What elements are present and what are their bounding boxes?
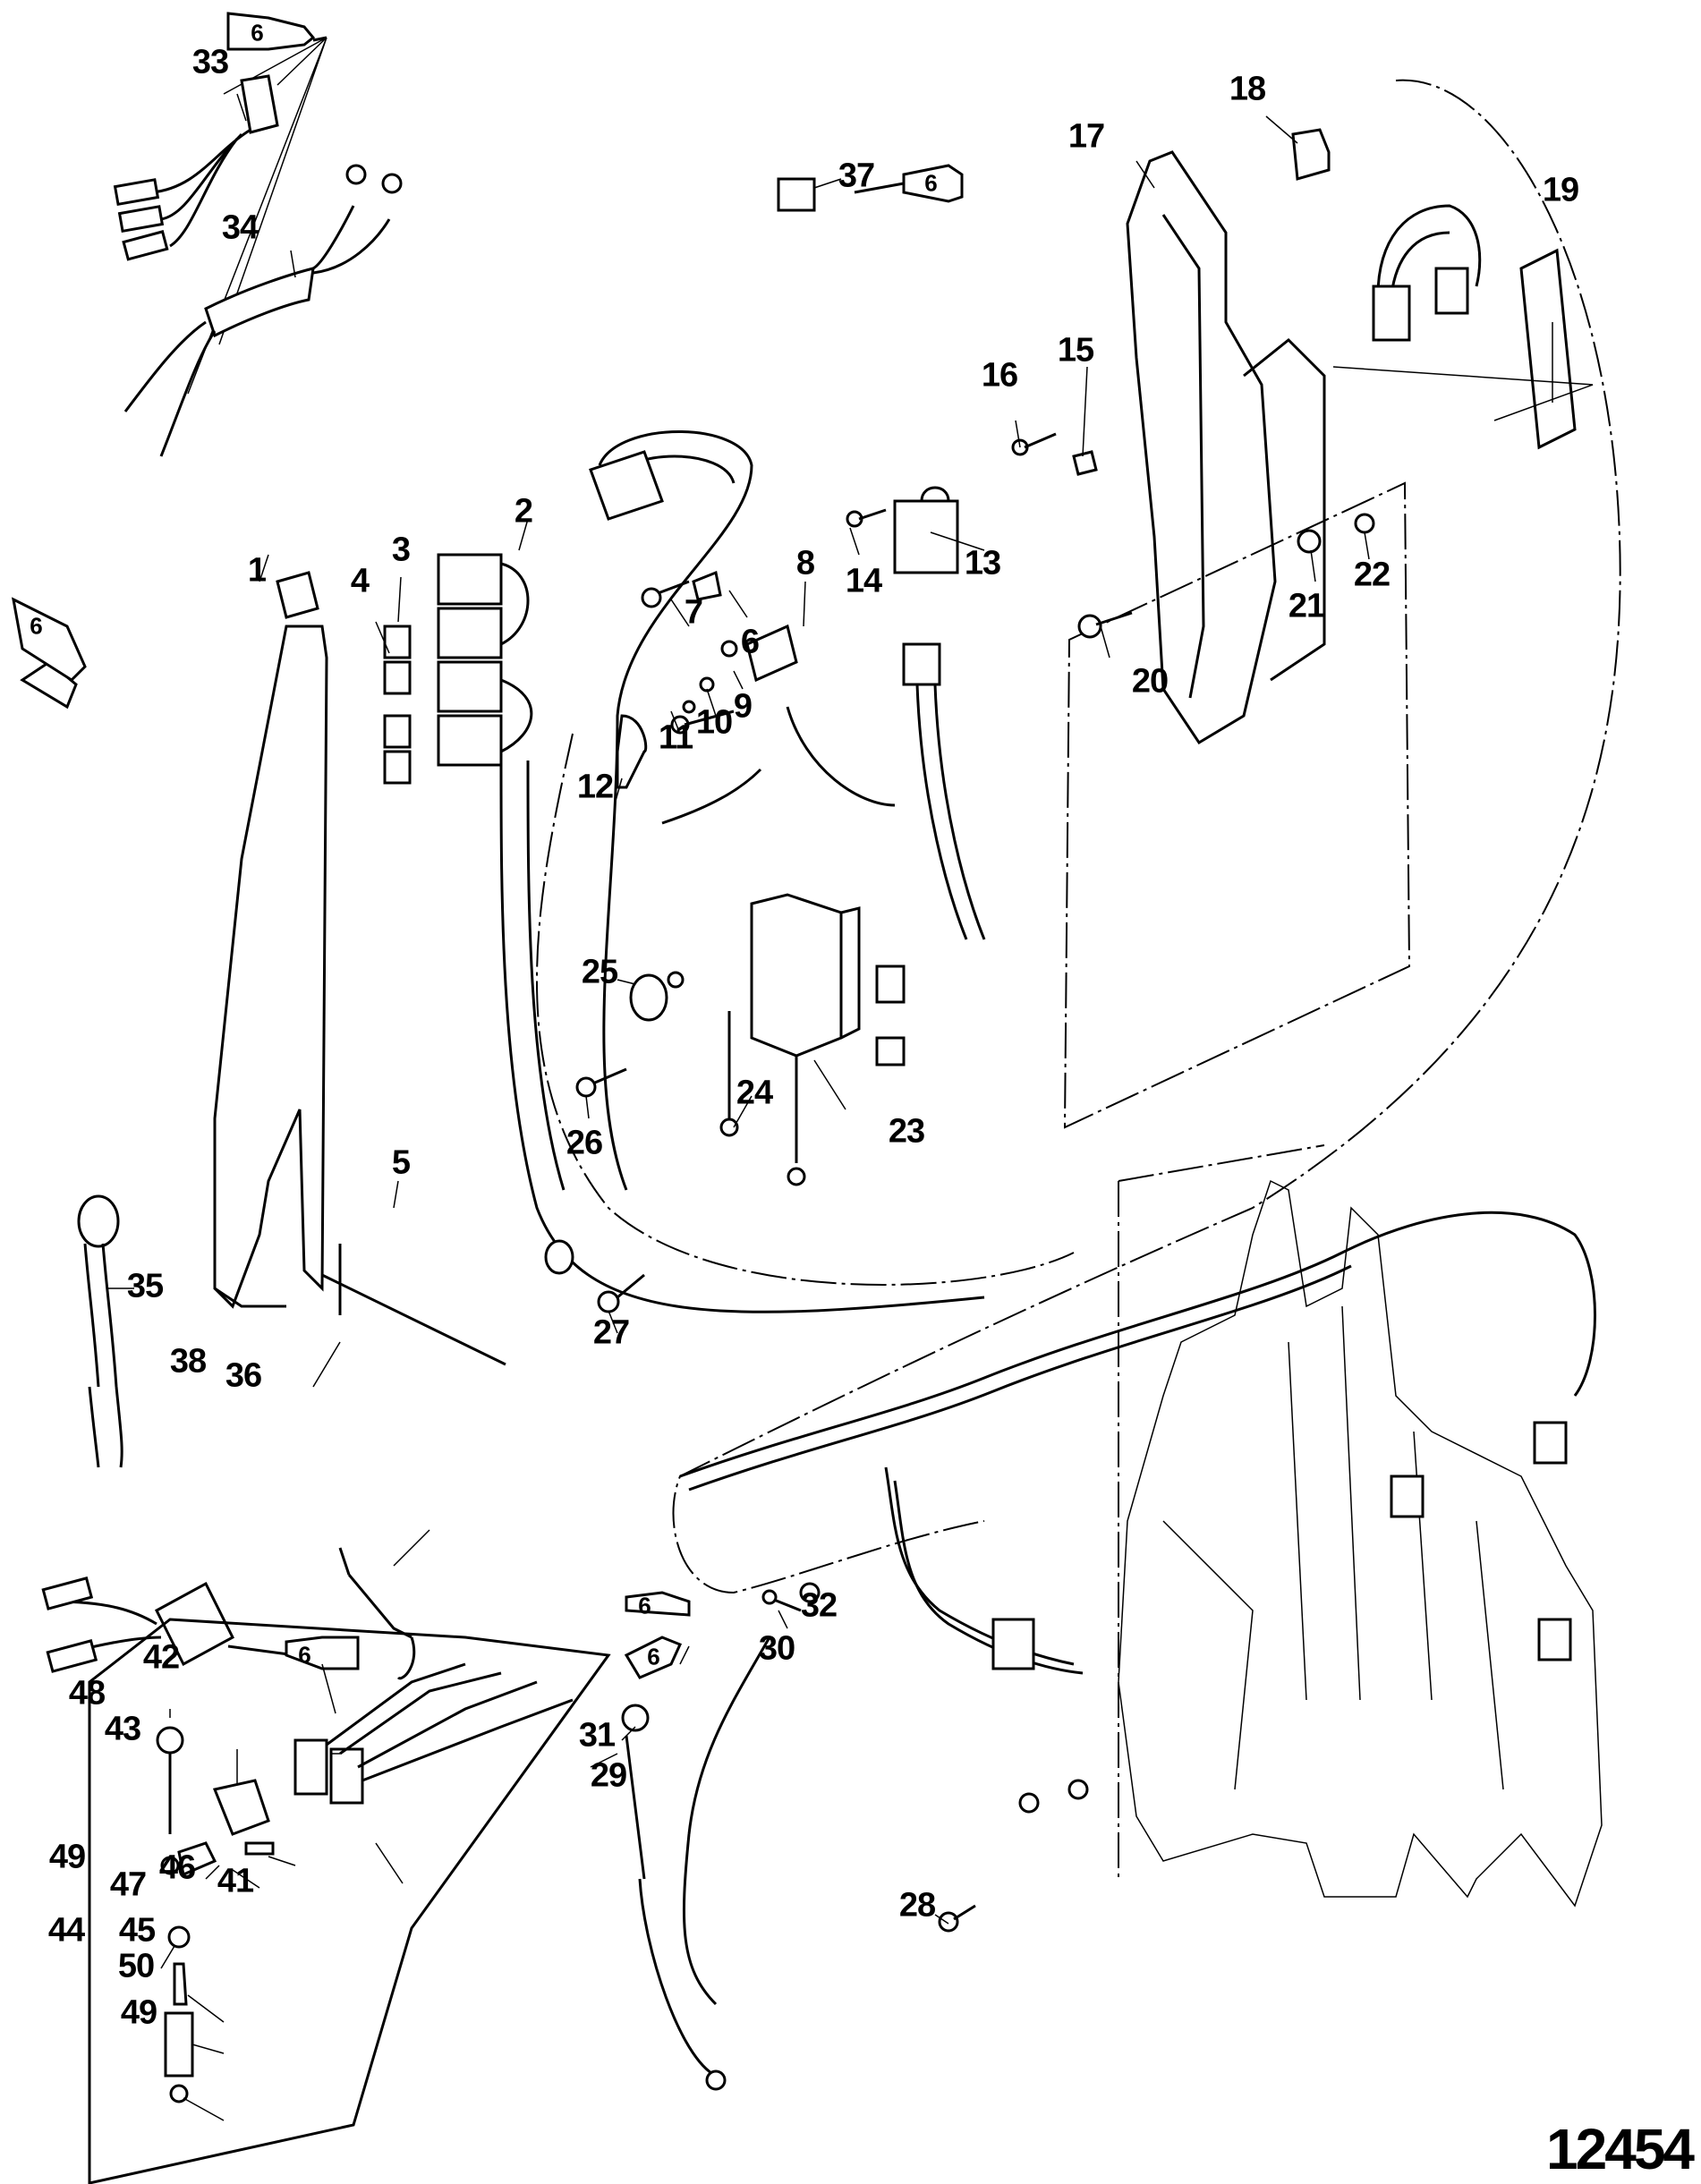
- callout-30: 30: [758, 1629, 795, 1668]
- callout-36: 36: [225, 1356, 262, 1395]
- harness-33-34: [113, 74, 403, 457]
- callout-31: 31: [578, 1716, 616, 1755]
- callout-22: 22: [1353, 556, 1391, 594]
- callout-37: 37: [838, 157, 875, 195]
- callout-47: 47: [109, 1865, 147, 1904]
- tube-label-bottom: 6: [298, 1641, 311, 1669]
- callout-19: 19: [1542, 171, 1579, 209]
- small-parts-44-50: [156, 1726, 275, 2103]
- kit-outline-41: [88, 1618, 611, 2184]
- harness-adapter-42: [293, 1662, 574, 1805]
- tube-label-32: 6: [638, 1592, 651, 1619]
- rectifier-23: [719, 893, 906, 1186]
- callout-41: 41: [217, 1862, 254, 1900]
- callout-35: 35: [126, 1267, 164, 1305]
- callout-23: 23: [888, 1112, 925, 1151]
- relay-13: [846, 486, 986, 940]
- callout-46: 46: [158, 1848, 196, 1887]
- callout-48: 48: [68, 1674, 106, 1712]
- callout-49a: 49: [48, 1838, 86, 1876]
- callout-9: 9: [733, 687, 753, 726]
- callout-33: 33: [191, 43, 229, 81]
- callout-10: 10: [695, 703, 733, 742]
- callout-13: 13: [964, 544, 1001, 582]
- callout-38: 38: [169, 1342, 207, 1381]
- connector-35: [11, 597, 123, 1468]
- callout-42: 42: [142, 1638, 180, 1677]
- callout-24: 24: [736, 1074, 773, 1112]
- callout-20: 20: [1131, 662, 1169, 701]
- clamp-18: [1291, 128, 1331, 181]
- callout-25: 25: [581, 953, 618, 991]
- harness-connector-bottom: [41, 1576, 296, 1673]
- callout-2: 2: [514, 492, 533, 531]
- routing-box-20-22: [1063, 481, 1411, 1129]
- callout-43: 43: [104, 1710, 141, 1748]
- callout-44: 44: [47, 1911, 85, 1950]
- callout-3: 3: [391, 531, 411, 569]
- callout-12: 12: [576, 768, 614, 806]
- engine-harness: [679, 1211, 1596, 1814]
- sealant-tube-top: [187, 12, 327, 395]
- small-hardware-6-12: [616, 570, 896, 825]
- harness-19: [1332, 204, 1594, 450]
- callout-29: 29: [590, 1756, 627, 1795]
- connector-37: [777, 177, 816, 212]
- callout-4: 4: [350, 562, 370, 600]
- callout-7: 7: [684, 593, 703, 632]
- callout-28: 28: [898, 1886, 936, 1925]
- clip-15-screw-16: [1011, 432, 1098, 476]
- bolts-20-22: [1077, 513, 1375, 639]
- sealant-tube-37: [854, 164, 964, 203]
- callout-1: 1: [247, 551, 267, 590]
- fuses-3-4: [383, 625, 412, 785]
- tube-label-top: 6: [251, 19, 264, 47]
- callout-18: 18: [1229, 70, 1266, 108]
- callout-49b: 49: [120, 1993, 157, 2032]
- callout-leader-lines: [107, 93, 1553, 2121]
- electrical-box-cover-1: [213, 571, 342, 1315]
- callout-14: 14: [845, 562, 882, 600]
- callout-15: 15: [1057, 331, 1094, 370]
- callout-11: 11: [658, 718, 693, 757]
- bracket-17: [1126, 150, 1326, 745]
- callout-6: 6: [740, 623, 760, 661]
- callout-45: 45: [118, 1911, 156, 1950]
- callout-32: 32: [800, 1586, 838, 1625]
- callout-26: 26: [566, 1124, 603, 1162]
- ground-straps-29-30: [621, 1582, 976, 2091]
- callout-5: 5: [391, 1143, 411, 1182]
- sealant-tube-31: [624, 1636, 683, 1679]
- callout-16: 16: [981, 356, 1018, 395]
- callout-8: 8: [795, 544, 815, 582]
- grommet-25: [629, 971, 685, 1022]
- routing-line-right: [672, 79, 1621, 1594]
- callout-21: 21: [1288, 587, 1325, 625]
- cable-tie-38: [321, 1273, 506, 1366]
- callout-17: 17: [1067, 117, 1105, 156]
- main-harness-loop: [499, 430, 1075, 1313]
- relay-43: [212, 1779, 270, 1836]
- callout-27: 27: [592, 1313, 630, 1352]
- tube-label-37: 6: [924, 169, 938, 197]
- figure-number: 12454: [1546, 2117, 1695, 2181]
- tube-label-31: 6: [647, 1643, 660, 1670]
- screw-26-27: [544, 1067, 645, 1313]
- callout-34: 34: [221, 208, 259, 247]
- engine-powerhead: [1118, 1144, 1603, 1908]
- sealant-tube-bottom: [285, 1636, 360, 1670]
- fuse-block-2: [437, 553, 533, 767]
- tube-label-35: 6: [30, 612, 43, 640]
- callout-50: 50: [117, 1947, 155, 1985]
